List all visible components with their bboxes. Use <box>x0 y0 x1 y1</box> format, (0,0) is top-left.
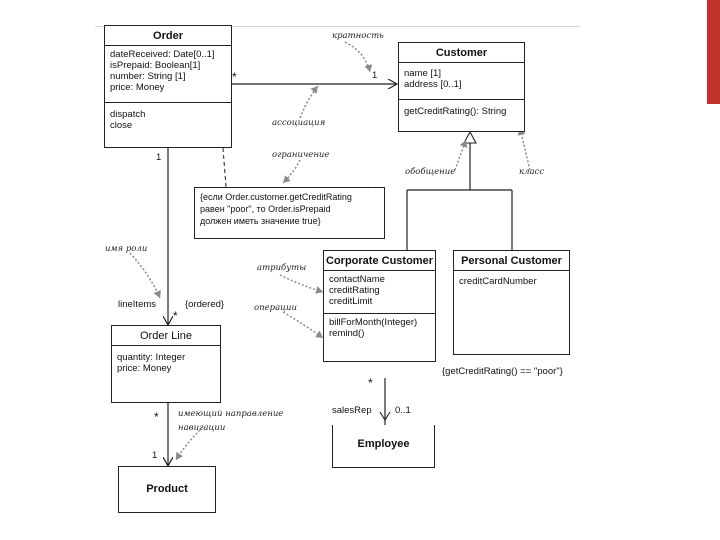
class-order-line: Order Line quantity: Integer price: Mone… <box>111 325 221 403</box>
multiplicity-order-customer-star: * <box>232 70 237 84</box>
operation: getCreditRating(): String <box>404 106 507 117</box>
attributes-section: contactName creditRating creditLimit <box>324 270 435 313</box>
attributes-section: dateReceived: Date[0..1] isPrepaid: Bool… <box>105 45 231 102</box>
class-order: Order dateReceived: Date[0..1] isPrepaid… <box>104 25 232 148</box>
multiplicity-salesrep: 0..1 <box>395 405 411 416</box>
multiplicity-customer-one: 1 <box>372 70 378 81</box>
class-name: Employee <box>357 438 410 450</box>
attribute: number: String [1] <box>110 71 186 82</box>
note-line: равен "poor", то Order.isPrepaid <box>200 204 331 214</box>
attribute: creditCardNumber <box>459 276 537 287</box>
annotation-association: ассоциация <box>272 118 326 128</box>
operation: dispatch <box>110 109 146 120</box>
slide-divider-line <box>95 26 580 27</box>
operation: close <box>110 120 133 131</box>
operation: billForMonth(Integer) <box>329 317 418 328</box>
multiplicity-line-star: * <box>173 309 178 323</box>
annotation-role-name: имя роли <box>105 244 148 254</box>
note-line: {если Order.customer.getCreditRating <box>200 192 352 202</box>
attribute: creditRating <box>329 285 380 296</box>
role-salesrep: salesRep <box>332 405 372 416</box>
class-corporate-customer: Corporate Customer contactName creditRat… <box>323 250 436 362</box>
slide-accent-bar <box>707 0 720 104</box>
operations-section: getCreditRating(): String <box>399 99 524 120</box>
attributes-section: name [1] address [0..1] <box>399 62 524 99</box>
attributes-section: creditCardNumber <box>454 270 569 290</box>
operations-section: dispatch close <box>105 102 231 134</box>
attribute: quantity: Integer <box>117 352 186 363</box>
class-name: Order Line <box>140 330 192 342</box>
ordered-label: {ordered} <box>185 299 225 310</box>
note-line: должен иметь значение true} <box>200 216 321 226</box>
attribute: dateReceived: Date[0..1] <box>110 49 215 60</box>
multiplicity-employee-star: * <box>368 376 373 390</box>
class-name: Corporate Customer <box>326 255 433 267</box>
attribute: isPrepaid: Boolean[1] <box>110 60 201 71</box>
annotation-navigability: имеющий направление <box>178 409 284 419</box>
generalization-triangle <box>463 130 477 144</box>
note-anchor <box>222 147 227 188</box>
class-name: Order <box>153 30 183 42</box>
annotation-generalization: обобщение <box>405 167 456 177</box>
annotation-class: класс <box>519 167 545 177</box>
annotation-navigability: навигации <box>178 423 226 433</box>
operation: remind() <box>329 328 365 339</box>
class-personal-customer: Personal Customer creditCardNumber <box>453 250 570 355</box>
multiplicity-product-star: * <box>154 410 159 424</box>
annotation-constraint: ограничение <box>272 150 330 160</box>
multiplicity-product-one: 1 <box>152 450 158 461</box>
annotation-attributes: атрибуты <box>257 263 307 273</box>
class-name: Product <box>146 483 188 495</box>
attribute: address [0..1] <box>404 79 462 90</box>
attribute: name [1] <box>404 68 441 79</box>
class-name: Customer <box>435 47 488 59</box>
class-employee: Employee <box>332 425 435 468</box>
class-name: Personal Customer <box>461 255 562 267</box>
operations-section: billForMonth(Integer) remind() <box>324 313 435 342</box>
class-customer: Customer name [1] address [0..1] getCred… <box>398 42 525 132</box>
attribute: creditLimit <box>329 296 373 307</box>
navigability-arrow-employee <box>379 411 391 422</box>
attributes-section: quantity: Integer price: Money <box>112 345 220 377</box>
class-product: Product <box>118 466 216 513</box>
role-lineitems: lineItems <box>118 299 157 310</box>
attribute: contactName <box>329 274 385 285</box>
annotation-operations: операции <box>254 303 298 313</box>
attribute: price: Money <box>110 82 165 93</box>
constraint-note: {если Order.customer.getCreditRating рав… <box>194 187 385 239</box>
multiplicity-order-line-one: 1 <box>156 152 162 163</box>
attribute: price: Money <box>117 363 172 374</box>
constraint-personal: {getCreditRating() == "poor"} <box>442 366 563 377</box>
annotation-multiplicity: кратность <box>332 31 384 41</box>
